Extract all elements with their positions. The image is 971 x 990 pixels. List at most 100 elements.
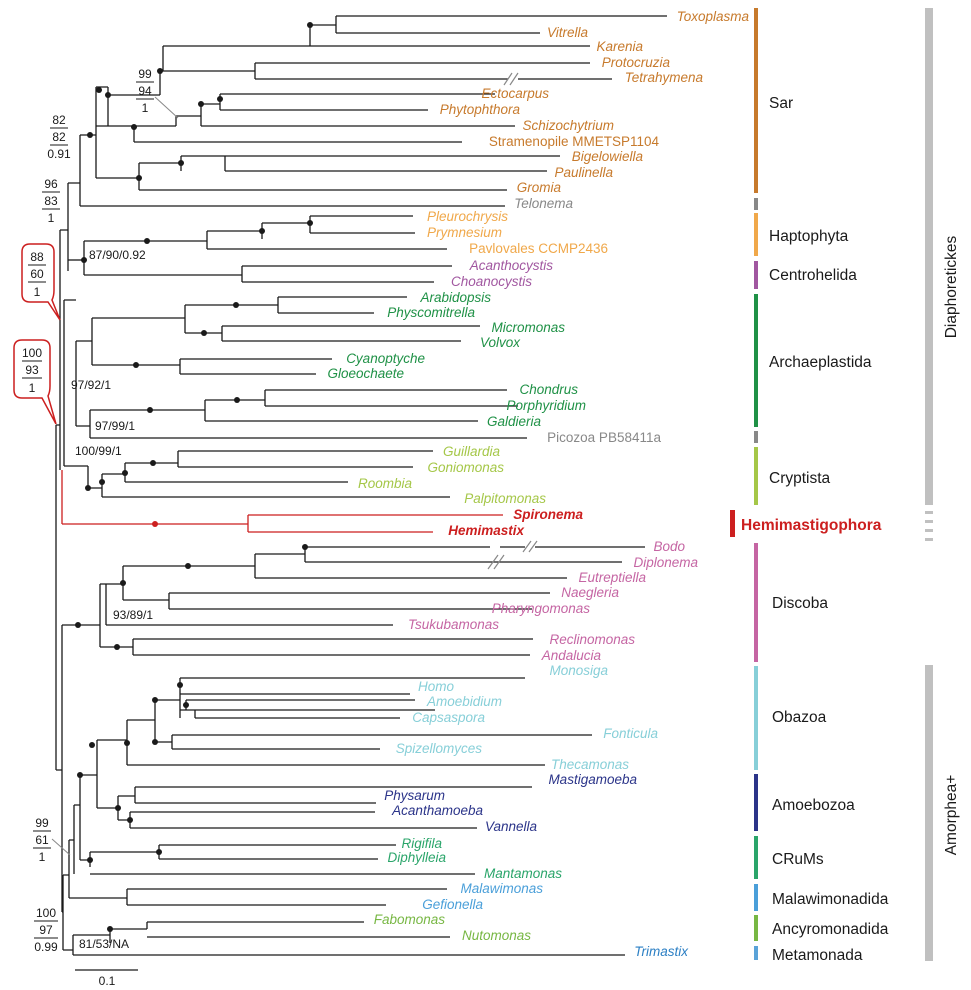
- taxon-label: Volvox: [480, 335, 521, 350]
- taxon-label: Reclinomonas: [549, 632, 635, 647]
- group-label-ancyromonadida: Ancyromonadida: [772, 921, 889, 938]
- svg-text:100: 100: [36, 906, 56, 920]
- taxon-label: Pavlovales CCMP2436: [469, 241, 608, 256]
- svg-text:88: 88: [30, 250, 44, 264]
- support-value-stack: 96 83 1: [42, 177, 60, 225]
- group-labels: Sar Haptophyta Centrohelida Archaeplasti…: [741, 95, 889, 964]
- taxon-label: Roombia: [358, 476, 413, 491]
- support-inline: 93/89/1: [113, 608, 153, 622]
- support-dots: [75, 22, 313, 932]
- svg-text:97: 97: [39, 923, 53, 937]
- taxon-label: Arabidopsis: [419, 290, 491, 305]
- taxon-label: Trimastix: [634, 944, 689, 959]
- taxon-label: Andalucia: [541, 648, 602, 663]
- supergroup-label-amorphea: Amorphea+: [943, 775, 960, 856]
- taxon-label: Paulinella: [554, 165, 613, 180]
- svg-text:1: 1: [29, 381, 36, 395]
- svg-text:1: 1: [34, 285, 41, 299]
- taxon-label: Capsaspora: [412, 710, 485, 725]
- support-value-stack: 82 82 0.91: [47, 113, 71, 161]
- support-value-stack: 99 94 1: [136, 67, 179, 119]
- taxon-label: Karenia: [596, 39, 643, 54]
- supergroup-label-diaphoretickes: Diaphoretickes: [943, 235, 960, 338]
- taxon-label: Protocruzia: [602, 55, 671, 70]
- taxon-label: Choanocystis: [451, 274, 532, 289]
- taxon-label: Tetrahymena: [625, 70, 704, 85]
- scale-bar: 0.1: [75, 969, 138, 988]
- taxon-label: Thecamonas: [551, 757, 629, 772]
- taxon-label: Vannella: [485, 819, 538, 834]
- taxon-label: Diplonema: [633, 555, 698, 570]
- group-label-cryptista: Cryptista: [769, 470, 831, 487]
- support-value-stack: 100 97 0.99: [34, 906, 58, 954]
- taxon-label: Gefionella: [422, 897, 483, 912]
- group-label-discoba: Discoba: [772, 595, 828, 612]
- taxon-label: Amoebidium: [426, 694, 502, 709]
- group-label-sar: Sar: [769, 95, 793, 112]
- taxon-label: Palpitomonas: [464, 491, 546, 506]
- branch-break-marks: [487, 72, 538, 570]
- support-inline: 100/99/1: [75, 444, 122, 458]
- taxon-label: Micromonas: [491, 320, 565, 335]
- support-value-stack: 99 61 1: [33, 816, 71, 864]
- taxon-label: Pleurochrysis: [427, 209, 508, 224]
- taxon-label: Spironema: [513, 507, 583, 522]
- taxon-label: Prymnesium: [427, 225, 502, 240]
- svg-text:94: 94: [138, 84, 152, 98]
- svg-text:96: 96: [44, 177, 58, 191]
- taxon-label: Telonema: [514, 196, 573, 211]
- taxon-label: Porphyridium: [506, 398, 586, 413]
- svg-text:83: 83: [44, 194, 58, 208]
- taxon-label: Naegleria: [561, 585, 619, 600]
- taxon-label: Goniomonas: [427, 460, 504, 475]
- support-inline: 97/92/1: [71, 378, 111, 392]
- taxon-label: Homo: [418, 679, 455, 694]
- taxon-label: Physarum: [384, 788, 445, 803]
- taxon-label: Vitrella: [547, 25, 589, 40]
- taxon-label: Bodo: [653, 539, 685, 554]
- svg-text:0.99: 0.99: [34, 940, 58, 954]
- group-label-amoebozoa: Amoebozoa: [772, 797, 855, 814]
- taxon-label: Pharyngomonas: [492, 601, 591, 616]
- taxon-label: Malawimonas: [460, 881, 543, 896]
- svg-text:1: 1: [48, 211, 55, 225]
- svg-text:100: 100: [22, 346, 42, 360]
- group-label-malawimonadida: Malawimonadida: [772, 891, 889, 908]
- taxon-label: Diphylleia: [387, 850, 446, 865]
- taxon-label: Chondrus: [519, 382, 578, 397]
- taxon-labels: Toxoplasma Vitrella Karenia Protocruzia …: [327, 9, 749, 959]
- taxon-label: Fonticula: [603, 726, 658, 741]
- taxon-label: Guillardia: [443, 444, 501, 459]
- taxon-label: Gloeochaete: [327, 366, 404, 381]
- supergroup-bars: [925, 8, 933, 961]
- group-label-haptophyta: Haptophyta: [769, 228, 849, 245]
- taxon-label: Rigifila: [401, 836, 442, 851]
- taxon-label: Fabomonas: [374, 912, 446, 927]
- taxon-label: Picozoa PB58411a: [547, 430, 661, 445]
- taxon-label: Gromia: [517, 180, 562, 195]
- taxon-label: Stramenopile MMETSP1104: [489, 134, 660, 149]
- group-label-archaeplastida: Archaeplastida: [769, 354, 872, 371]
- taxon-label: Spizellomyces: [396, 741, 483, 756]
- taxon-label: Bigelowiella: [572, 149, 644, 164]
- group-label-obazoa: Obazoa: [772, 709, 827, 726]
- taxon-label: Galdieria: [487, 414, 542, 429]
- taxon-label: Nutomonas: [462, 928, 531, 943]
- taxon-label: Tsukubamonas: [408, 617, 499, 632]
- svg-text:60: 60: [30, 267, 44, 281]
- svg-text:93: 93: [25, 363, 39, 377]
- taxon-label: Acanthocystis: [469, 258, 554, 273]
- group-label-crums: CRuMs: [772, 851, 824, 868]
- support-callout: 100 93 1: [13, 339, 57, 425]
- taxon-label: Acanthamoeba: [391, 803, 483, 818]
- svg-text:0.1: 0.1: [99, 974, 116, 988]
- taxon-label: Mastigamoeba: [548, 772, 637, 787]
- hemimastigophora-bar: [730, 510, 735, 537]
- group-label-hemimastigophora: Hemimastigophora: [741, 517, 882, 534]
- taxon-label: Monosiga: [549, 663, 608, 678]
- hemimastigophora-dot: [152, 521, 158, 527]
- svg-text:82: 82: [52, 113, 66, 127]
- taxon-label: Physcomitrella: [387, 305, 475, 320]
- taxon-label: Ectocarpus: [481, 86, 549, 101]
